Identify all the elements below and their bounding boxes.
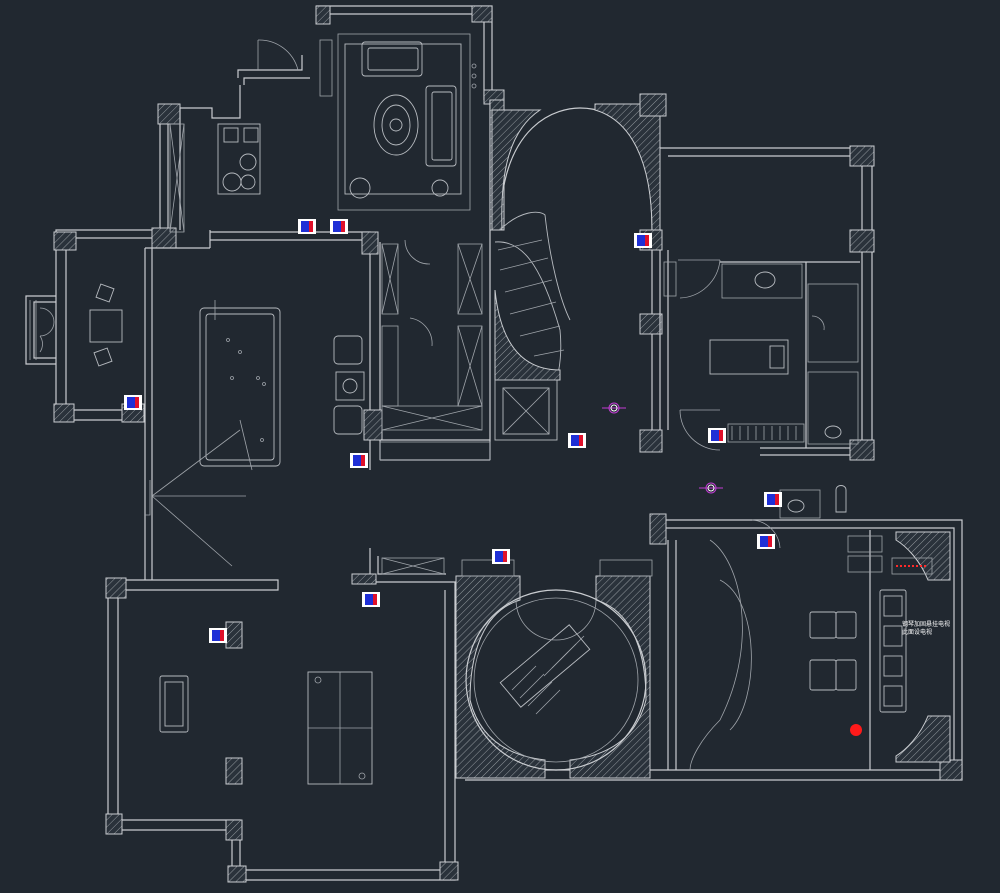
wall-outlet-marker-icon — [362, 592, 380, 607]
wall-outlet-marker-icon — [330, 219, 348, 234]
interior-walls — [144, 39, 491, 585]
master-bedroom — [639, 229, 860, 549]
billiard-room — [145, 300, 365, 567]
annotation-line-1: 钢琴加固悬挂电视 — [902, 620, 950, 628]
exterior-walls — [25, 5, 963, 883]
lower-bedroom-furniture — [159, 671, 373, 785]
wall-outlet-marker-icon — [209, 628, 227, 643]
wall-outlet-marker-icon — [757, 534, 775, 549]
wall-outlet-marker-icon — [634, 233, 652, 248]
round-stair — [455, 559, 653, 779]
wall-outlet-marker-icon — [124, 395, 142, 410]
wall-outlet-marker-icon — [350, 453, 368, 468]
bar-counter — [169, 123, 261, 233]
wall-outlet-marker-icon — [764, 492, 782, 507]
wall-outlet-marker-icon — [568, 433, 586, 448]
annotation-line-2: 此面设电视 — [902, 628, 932, 636]
outlet-markers — [124, 219, 782, 643]
stair-hall — [489, 93, 667, 441]
ceiling-light-2 — [699, 482, 723, 494]
study-room — [29, 283, 123, 367]
ceiling-light-1 — [602, 402, 626, 414]
wall-outlet-marker-icon — [298, 219, 316, 234]
living-room-furniture — [319, 33, 477, 211]
alarm-dot-icon — [850, 724, 862, 736]
wall-outlet-marker-icon — [708, 428, 726, 443]
media-room — [667, 530, 951, 771]
wall-outlet-marker-icon — [492, 549, 510, 564]
